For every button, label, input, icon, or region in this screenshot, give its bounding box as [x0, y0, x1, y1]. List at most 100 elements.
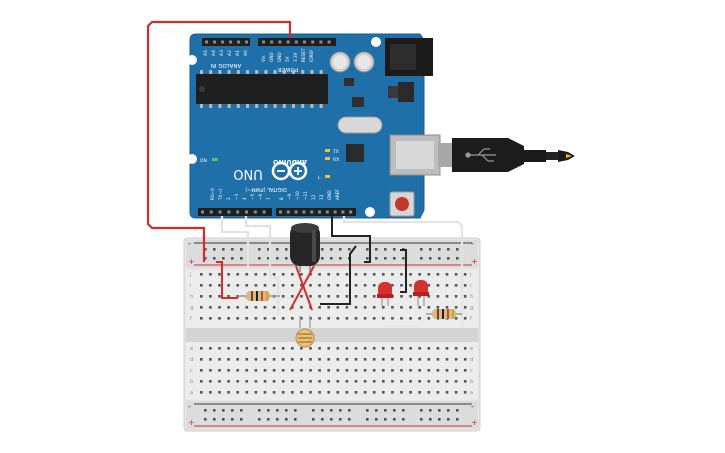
wire-red-cross[interactable]: [295, 265, 313, 311]
breadboard-hole[interactable]: [245, 358, 249, 361]
rail-hole[interactable]: [231, 409, 234, 412]
rail-hole[interactable]: [348, 248, 351, 251]
rail-hole[interactable]: [429, 248, 432, 251]
breadboard-hole[interactable]: [409, 284, 412, 287]
breadboard-hole[interactable]: [363, 391, 367, 394]
rail-hole[interactable]: [258, 418, 261, 421]
rail-hole[interactable]: [267, 248, 270, 251]
rail-hole[interactable]: [456, 418, 459, 421]
breadboard-hole[interactable]: [445, 284, 449, 287]
wire-gnd-black[interactable]: [331, 216, 371, 263]
breadboard-hole[interactable]: [272, 317, 276, 320]
breadboard-hole[interactable]: [300, 380, 303, 383]
rail-hole[interactable]: [393, 418, 396, 421]
rail-hole[interactable]: [330, 409, 333, 412]
breadboard-hole[interactable]: [245, 369, 249, 372]
rail-hole[interactable]: [267, 257, 270, 260]
header-pin[interactable]: [262, 210, 266, 214]
breadboard-hole[interactable]: [291, 369, 294, 372]
breadboard-hole[interactable]: [354, 284, 358, 287]
rail-hole[interactable]: [258, 409, 261, 412]
breadboard-hole[interactable]: [454, 347, 458, 350]
breadboard-hole[interactable]: [400, 284, 403, 287]
rail-hole[interactable]: [375, 257, 378, 260]
breadboard-hole[interactable]: [382, 347, 385, 350]
breadboard-hole[interactable]: [427, 317, 431, 320]
breadboard-hole[interactable]: [345, 358, 349, 361]
rail-hole[interactable]: [285, 418, 288, 421]
breadboard-hole[interactable]: [200, 358, 203, 361]
breadboard-hole[interactable]: [454, 306, 458, 309]
rail-hole[interactable]: [294, 409, 297, 412]
breadboard-hole[interactable]: [254, 358, 258, 361]
rail-hole[interactable]: [204, 248, 207, 251]
header-pin[interactable]: [213, 40, 216, 44]
breadboard-hole[interactable]: [336, 306, 340, 309]
breadboard-hole[interactable]: [436, 358, 440, 361]
breadboard-hole[interactable]: [281, 347, 285, 350]
breadboard-hole[interactable]: [318, 273, 321, 276]
rail-hole[interactable]: [222, 418, 225, 421]
breadboard-hole[interactable]: [436, 273, 440, 276]
breadboard-hole[interactable]: [272, 369, 276, 372]
breadboard-hole[interactable]: [382, 273, 385, 276]
rail-hole[interactable]: [222, 409, 225, 412]
breadboard-hole[interactable]: [463, 317, 467, 320]
header-pin[interactable]: [201, 210, 204, 214]
breadboard-hole[interactable]: [345, 347, 349, 350]
rail-hole[interactable]: [438, 257, 441, 260]
header-pin[interactable]: [302, 210, 306, 214]
breadboard-hole[interactable]: [400, 347, 403, 350]
breadboard-hole[interactable]: [318, 317, 321, 320]
header-pin[interactable]: [279, 210, 282, 214]
breadboard-hole[interactable]: [445, 358, 449, 361]
rail-hole[interactable]: [321, 409, 324, 412]
breadboard-hole[interactable]: [400, 317, 403, 320]
rail-hole[interactable]: [420, 257, 423, 260]
header-pin[interactable]: [303, 40, 306, 44]
breadboard-hole[interactable]: [336, 369, 340, 372]
rail-hole[interactable]: [339, 248, 342, 251]
breadboard-hole[interactable]: [363, 369, 367, 372]
breadboard-hole[interactable]: [318, 391, 321, 394]
breadboard-hole[interactable]: [227, 358, 230, 361]
breadboard-hole[interactable]: [427, 273, 431, 276]
header-pin[interactable]: [205, 40, 208, 44]
breadboard-hole[interactable]: [418, 391, 421, 394]
breadboard-hole[interactable]: [200, 295, 203, 298]
rail-hole[interactable]: [375, 248, 378, 251]
breadboard-hole[interactable]: [327, 369, 330, 372]
rail-hole[interactable]: [231, 418, 234, 421]
rail-hole[interactable]: [276, 409, 279, 412]
breadboard-hole[interactable]: [354, 317, 358, 320]
breadboard-hole[interactable]: [281, 306, 285, 309]
breadboard-hole[interactable]: [391, 391, 394, 394]
breadboard-hole[interactable]: [400, 380, 403, 383]
digital-header-low[interactable]: [198, 208, 272, 216]
breadboard-hole[interactable]: [300, 358, 303, 361]
breadboard-hole[interactable]: [272, 380, 276, 383]
header-pin[interactable]: [311, 40, 315, 44]
usb-cable[interactable]: [438, 138, 575, 172]
breadboard-hole[interactable]: [227, 273, 230, 276]
breadboard-hole[interactable]: [254, 273, 258, 276]
breadboard-hole[interactable]: [263, 347, 267, 350]
breadboard-hole[interactable]: [345, 380, 349, 383]
rail-hole[interactable]: [204, 257, 207, 260]
breadboard-hole[interactable]: [363, 347, 367, 350]
breadboard-hole[interactable]: [218, 306, 221, 309]
rail-hole[interactable]: [375, 409, 378, 412]
breadboard-hole[interactable]: [291, 380, 294, 383]
rail-hole[interactable]: [384, 409, 387, 412]
breadboard-hole[interactable]: [300, 347, 303, 350]
breadboard-hole[interactable]: [227, 369, 230, 372]
rail-hole[interactable]: [393, 257, 396, 260]
breadboard-hole[interactable]: [345, 369, 349, 372]
breadboard-hole[interactable]: [382, 391, 385, 394]
breadboard-hole[interactable]: [382, 317, 385, 320]
breadboard-hole[interactable]: [454, 284, 458, 287]
header-pin[interactable]: [286, 210, 290, 214]
breadboard-hole[interactable]: [227, 380, 230, 383]
breadboard-hole[interactable]: [345, 273, 349, 276]
rail-hole[interactable]: [240, 418, 243, 421]
